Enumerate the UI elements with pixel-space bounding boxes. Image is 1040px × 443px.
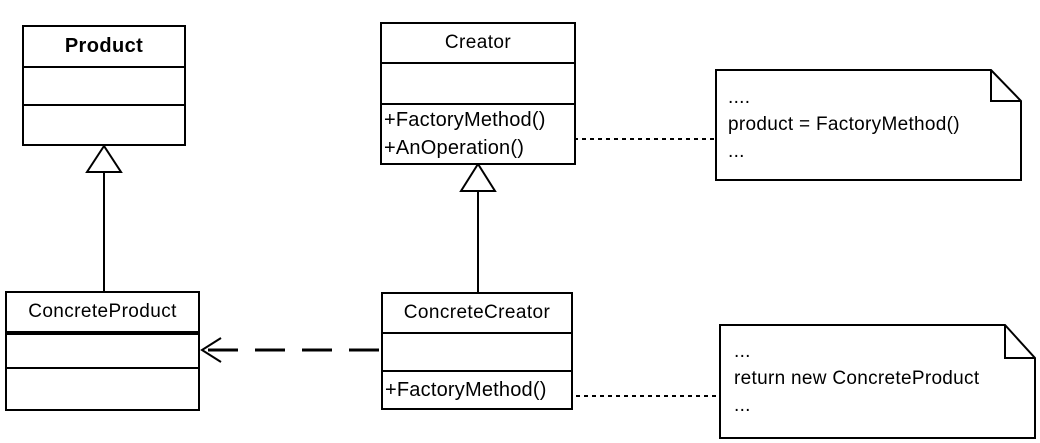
note-fold-icon <box>1004 325 1035 359</box>
method-factory-method: +FactoryMethod() <box>384 109 546 131</box>
method-an-operation: +AnOperation() <box>384 137 525 159</box>
class-box-concrete-creator: ConcreteCreator +FactoryMethod() <box>381 292 573 410</box>
class-title: Creator <box>382 24 574 64</box>
class-box-concrete-product: ConcreteProduct <box>5 291 200 411</box>
attributes-compartment <box>383 334 571 372</box>
inheritance-triangle-icon <box>459 162 497 192</box>
attributes-compartment <box>7 335 198 369</box>
inheritance-triangle-icon <box>85 144 123 173</box>
note-shape <box>719 324 1036 439</box>
attributes-compartment <box>24 68 184 106</box>
note-concrete-creator-pseudocode: ... return new ConcreteProduct ... <box>734 338 1032 419</box>
class-title: ConcreteCreator <box>383 294 571 334</box>
methods-compartment <box>24 106 184 144</box>
dependency-arrowhead-icon <box>200 337 222 363</box>
class-title: ConcreteProduct <box>7 293 198 335</box>
methods-compartment <box>7 369 198 409</box>
note-line: ... <box>728 141 745 162</box>
attributes-compartment <box>382 64 574 105</box>
note-shape <box>715 69 1022 181</box>
class-box-product: Product <box>22 25 186 146</box>
methods-compartment: +FactoryMethod() <box>383 372 571 408</box>
note-creator-pseudocode: .... product = FactoryMethod() ... <box>728 84 1016 165</box>
class-title: Product <box>24 27 184 68</box>
note-line: product = FactoryMethod() <box>728 114 960 135</box>
note-line: ... <box>734 395 751 416</box>
methods-compartment: +FactoryMethod() +AnOperation() <box>382 105 574 163</box>
note-line: return new ConcreteProduct <box>734 368 980 389</box>
note-fold-icon <box>990 70 1021 102</box>
class-box-creator: Creator +FactoryMethod() +AnOperation() <box>380 22 576 165</box>
note-line: .... <box>728 87 751 108</box>
method-factory-method: +FactoryMethod() <box>385 379 547 401</box>
note-line: ... <box>734 341 751 362</box>
